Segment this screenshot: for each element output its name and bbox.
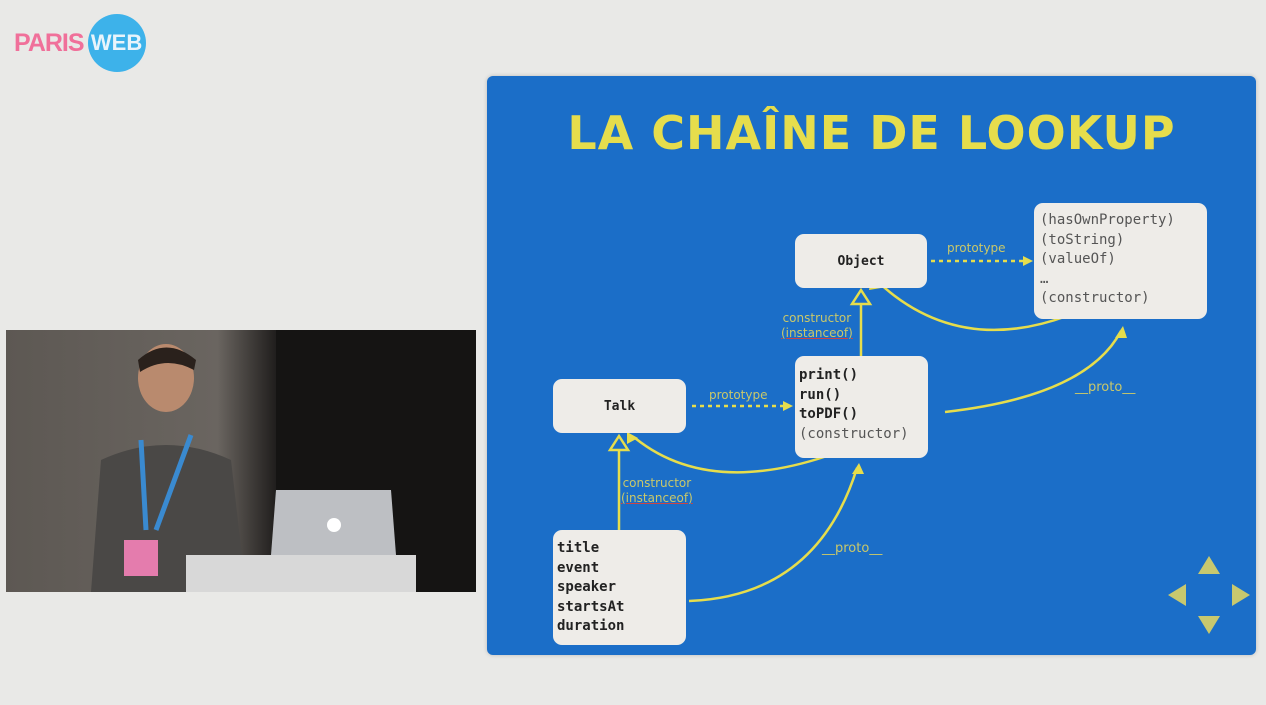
slide-title: LA CHAÎNE DE LOOKUP (567, 106, 1176, 160)
member: toPDF() (799, 406, 859, 422)
object-box: Object (795, 234, 927, 288)
paris-web-logo: PARIS WEB (14, 14, 146, 72)
instanceof-text: (instanceof) (781, 326, 853, 340)
member: (valueOf) (1040, 251, 1116, 267)
member: speaker (557, 579, 617, 595)
proto-label-bottom: __proto__ (822, 541, 883, 556)
constructor-label-top: constructor (instanceof) (781, 311, 853, 341)
member: (constructor) (1040, 290, 1150, 306)
proto-curve-object (876, 280, 1068, 332)
constructor-text: constructor (622, 476, 692, 490)
object-label: Object (837, 253, 885, 269)
nav-left-icon (1168, 584, 1186, 606)
speaker-figure (91, 330, 476, 592)
talk-box: Talk (553, 379, 686, 433)
member: (hasOwnProperty) (1040, 212, 1175, 228)
proto-curve-right (944, 330, 1123, 414)
logo-web: WEB (87, 14, 146, 72)
member: (constructor) (799, 425, 909, 442)
nav-right-icon (1232, 584, 1250, 606)
object-prototype-box: (hasOwnProperty) (toString) (valueOf) … … (1034, 203, 1207, 319)
member: event (557, 559, 600, 576)
logo-paris: PARIS (14, 28, 85, 57)
talk-prototype-box: print() run() toPDF() (constructor) (795, 356, 928, 458)
member: startsAt (557, 598, 625, 615)
member: print() (799, 367, 859, 383)
proto-label-right: __proto__ (1075, 380, 1136, 395)
prototype-label-top: prototype (947, 241, 1006, 255)
speaker-video (6, 330, 476, 592)
slide-navigation[interactable] (1168, 556, 1250, 634)
presentation-slide: LA CHAÎNE DE LOOKUP (487, 76, 1256, 655)
talk-instance-box: title event speaker startsAt duration (553, 530, 686, 645)
member: run() (799, 386, 842, 403)
constructor-text: constructor (782, 311, 852, 325)
diagram-arrows (607, 256, 1250, 634)
member: (toString) (1040, 231, 1125, 248)
instanceof-text: (instanceof) (621, 491, 693, 505)
proto-curve-talk (634, 437, 828, 474)
prototype-label-mid: prototype (709, 388, 768, 402)
nav-up-icon (1198, 556, 1220, 574)
nav-down-icon (1198, 616, 1220, 634)
member: … (1040, 270, 1049, 287)
member: duration (557, 618, 625, 634)
talk-label: Talk (603, 398, 636, 414)
member: title (557, 540, 600, 556)
proto-curve-bottom (688, 467, 859, 603)
constructor-label-bottom: constructor (instanceof) (621, 476, 693, 506)
